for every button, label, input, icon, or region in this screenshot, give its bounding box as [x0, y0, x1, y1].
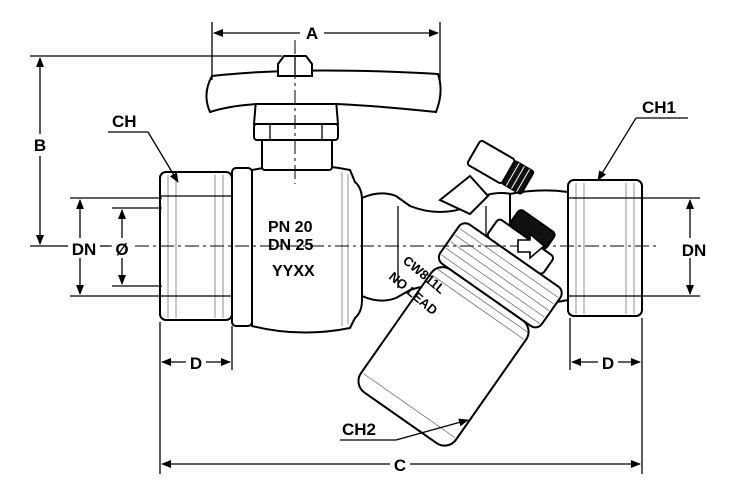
strainer-body	[357, 209, 563, 447]
test-port	[466, 139, 535, 195]
dimension-dn-left-label: DN	[72, 240, 97, 259]
dimension-d-left: D	[159, 322, 233, 474]
dimension-c: C	[161, 454, 641, 475]
left-ring	[231, 167, 253, 327]
dimension-dn-left: DN	[68, 197, 162, 297]
mark-nominal: DN 25	[268, 237, 313, 254]
center-lines	[110, 40, 660, 247]
callout-ch-label: CH	[112, 112, 137, 131]
dimension-dn-right: DN	[640, 197, 710, 297]
dimension-diameter: Ø	[112, 207, 162, 287]
right-hex-end	[567, 179, 643, 317]
callout-ch1: CH1	[597, 98, 688, 181]
callout-ch2-label: CH2	[342, 420, 376, 439]
callout-ch2: CH2	[340, 418, 469, 441]
valve-body	[159, 55, 643, 447]
dimension-c-label: C	[394, 456, 406, 475]
dimension-diameter-label: Ø	[115, 240, 128, 259]
dimension-d-right-label: D	[602, 354, 614, 373]
dimension-d-left-label: D	[190, 354, 202, 373]
mark-pressure: PN 20	[268, 219, 313, 236]
mark-date-code: YYXX	[272, 263, 315, 280]
dimension-a-label: A	[306, 24, 318, 43]
callout-ch1-label: CH1	[642, 98, 676, 117]
dimension-b-label: B	[34, 136, 46, 155]
dimension-dn-right-label: DN	[682, 241, 707, 260]
arrow-right-outline-icon	[517, 232, 546, 260]
butterfly-handle	[205, 69, 442, 114]
dimension-d-right: D	[569, 318, 643, 474]
callout-ch: CH	[108, 112, 179, 183]
stem-neck	[261, 137, 333, 171]
stem-collar	[253, 123, 339, 141]
dimension-a: A	[211, 22, 441, 80]
